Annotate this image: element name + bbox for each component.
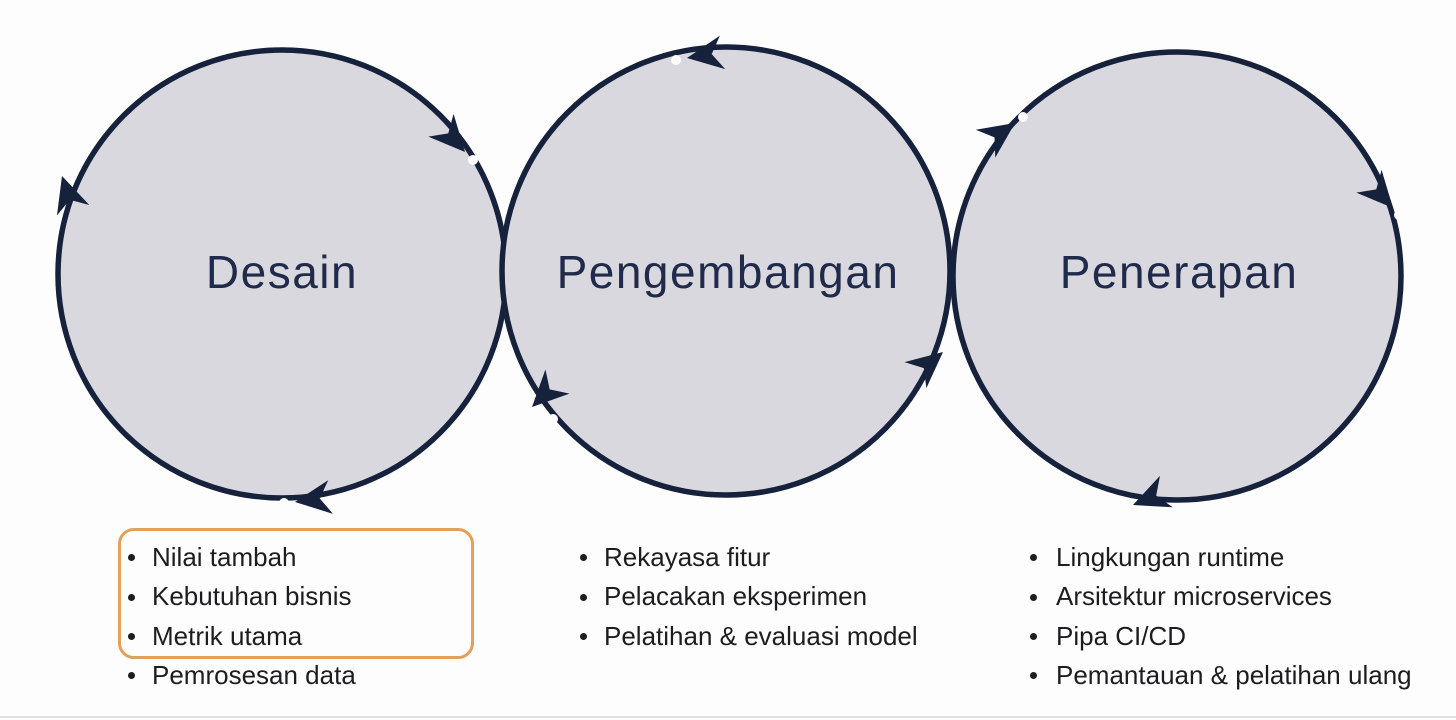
bullet-dot	[1030, 593, 1037, 601]
bullet-dot	[128, 632, 135, 640]
list-pengembangan: Rekayasa fitur Pelacakan eksperimen Pela…	[572, 538, 918, 656]
list-item-label: Pelatihan & evaluasi model	[604, 620, 918, 651]
list-item: Arsitektur microservices	[1022, 577, 1412, 616]
list-item-label: Pelacakan eksperimen	[604, 581, 868, 612]
arc-gap	[946, 340, 956, 350]
arrowhead-icon	[532, 369, 570, 407]
arc-gap	[468, 155, 478, 165]
arrowhead-icon	[1356, 169, 1393, 208]
list-item-label: Metrik utama	[152, 620, 303, 651]
list-item-label: Pipa CI/CD	[1056, 620, 1187, 651]
list-item: Pemantauan & pelatihan ulang	[1022, 656, 1412, 695]
list-item-label: Kebutuhan bisnis	[152, 581, 352, 612]
bullet-dot	[580, 593, 587, 601]
list-item-label: Nilai tambah	[152, 542, 297, 572]
list-item: Pipa CI/CD	[1022, 617, 1412, 656]
arrowhead-icon	[687, 35, 726, 70]
bullet-dot	[1030, 554, 1037, 562]
list-desain: Nilai tambah Kebutuhan bisnis Metrik uta…	[120, 538, 356, 696]
bullet-dot	[128, 672, 135, 680]
list-item-label: Pemantauan & pelatihan ulang	[1056, 660, 1412, 691]
arc-gap	[279, 498, 289, 508]
list-item-label: Lingkungan runtime	[1056, 542, 1285, 572]
arrowhead-icon	[428, 113, 465, 152]
arc-gap	[1118, 504, 1128, 514]
arrowheads	[56, 35, 1393, 514]
highlight-box	[118, 528, 474, 659]
arc-gap	[1018, 112, 1028, 122]
list-item-label: Arsitektur microservices	[1056, 581, 1332, 612]
bullet-dot	[580, 632, 587, 640]
list-item: Pelatihan & evaluasi model	[572, 617, 918, 656]
list-item: Pelacakan eksperimen	[572, 577, 918, 616]
list-item: Metrik utama	[120, 617, 356, 656]
list-item: Kebutuhan bisnis	[120, 577, 356, 616]
list-item: Pemrosesan data	[120, 656, 356, 695]
arrowhead-icon	[295, 480, 334, 514]
circle-penerapan	[950, 49, 1404, 503]
bullet-dot	[128, 593, 135, 601]
list-item-label: Pemrosesan data	[152, 660, 356, 691]
circle-label-pengembangan: Pengembangan	[556, 246, 900, 298]
arrowhead-icon	[904, 352, 943, 389]
arc-gap	[1394, 210, 1404, 220]
bottom-edge-artifact	[0, 716, 1456, 718]
arrowhead-icon	[1133, 475, 1173, 508]
circle-label-penerapan: Penerapan	[1059, 246, 1299, 298]
list-item: Rekayasa fitur	[572, 538, 918, 577]
list-item: Nilai tambah	[120, 538, 356, 577]
bullet-dot	[580, 554, 587, 562]
bullet-dot	[1030, 632, 1037, 640]
arc-gap	[671, 55, 681, 65]
circle-label-desain: Desain	[205, 246, 359, 298]
arc-gaps	[54, 55, 1404, 514]
bullet-dot	[1030, 672, 1037, 680]
list-penerapan: Lingkungan runtime Arsitektur microservi…	[1022, 538, 1412, 696]
bullet-dot	[128, 554, 135, 562]
arc-gap	[548, 414, 558, 424]
arc-gap	[54, 161, 64, 171]
arrowhead-icon	[975, 123, 1015, 158]
list-item-label: Rekayasa fitur	[604, 542, 771, 572]
list-item: Lingkungan runtime	[1022, 538, 1412, 577]
circle-pengembangan	[499, 44, 953, 498]
arrowhead-icon	[56, 176, 90, 216]
